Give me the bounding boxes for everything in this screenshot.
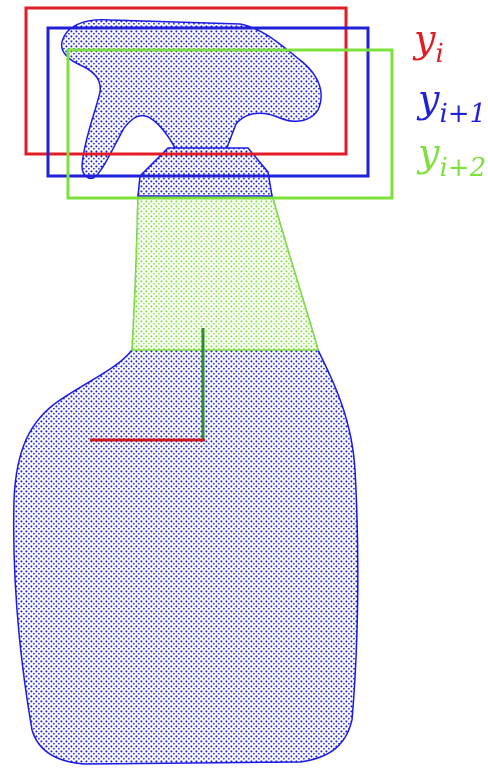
sprayer-head-points (60, 18, 322, 180)
label-y-i: yi (412, 17, 444, 69)
bounding-box-red (24, 6, 348, 156)
label-y-i-plus-1: yi+1 (416, 77, 486, 129)
bottle-neck-points (131, 195, 319, 351)
bounding-box-green (66, 48, 394, 200)
label-y-i-plus-2: yi+2 (416, 131, 486, 183)
bounding-box-blue (46, 26, 370, 178)
